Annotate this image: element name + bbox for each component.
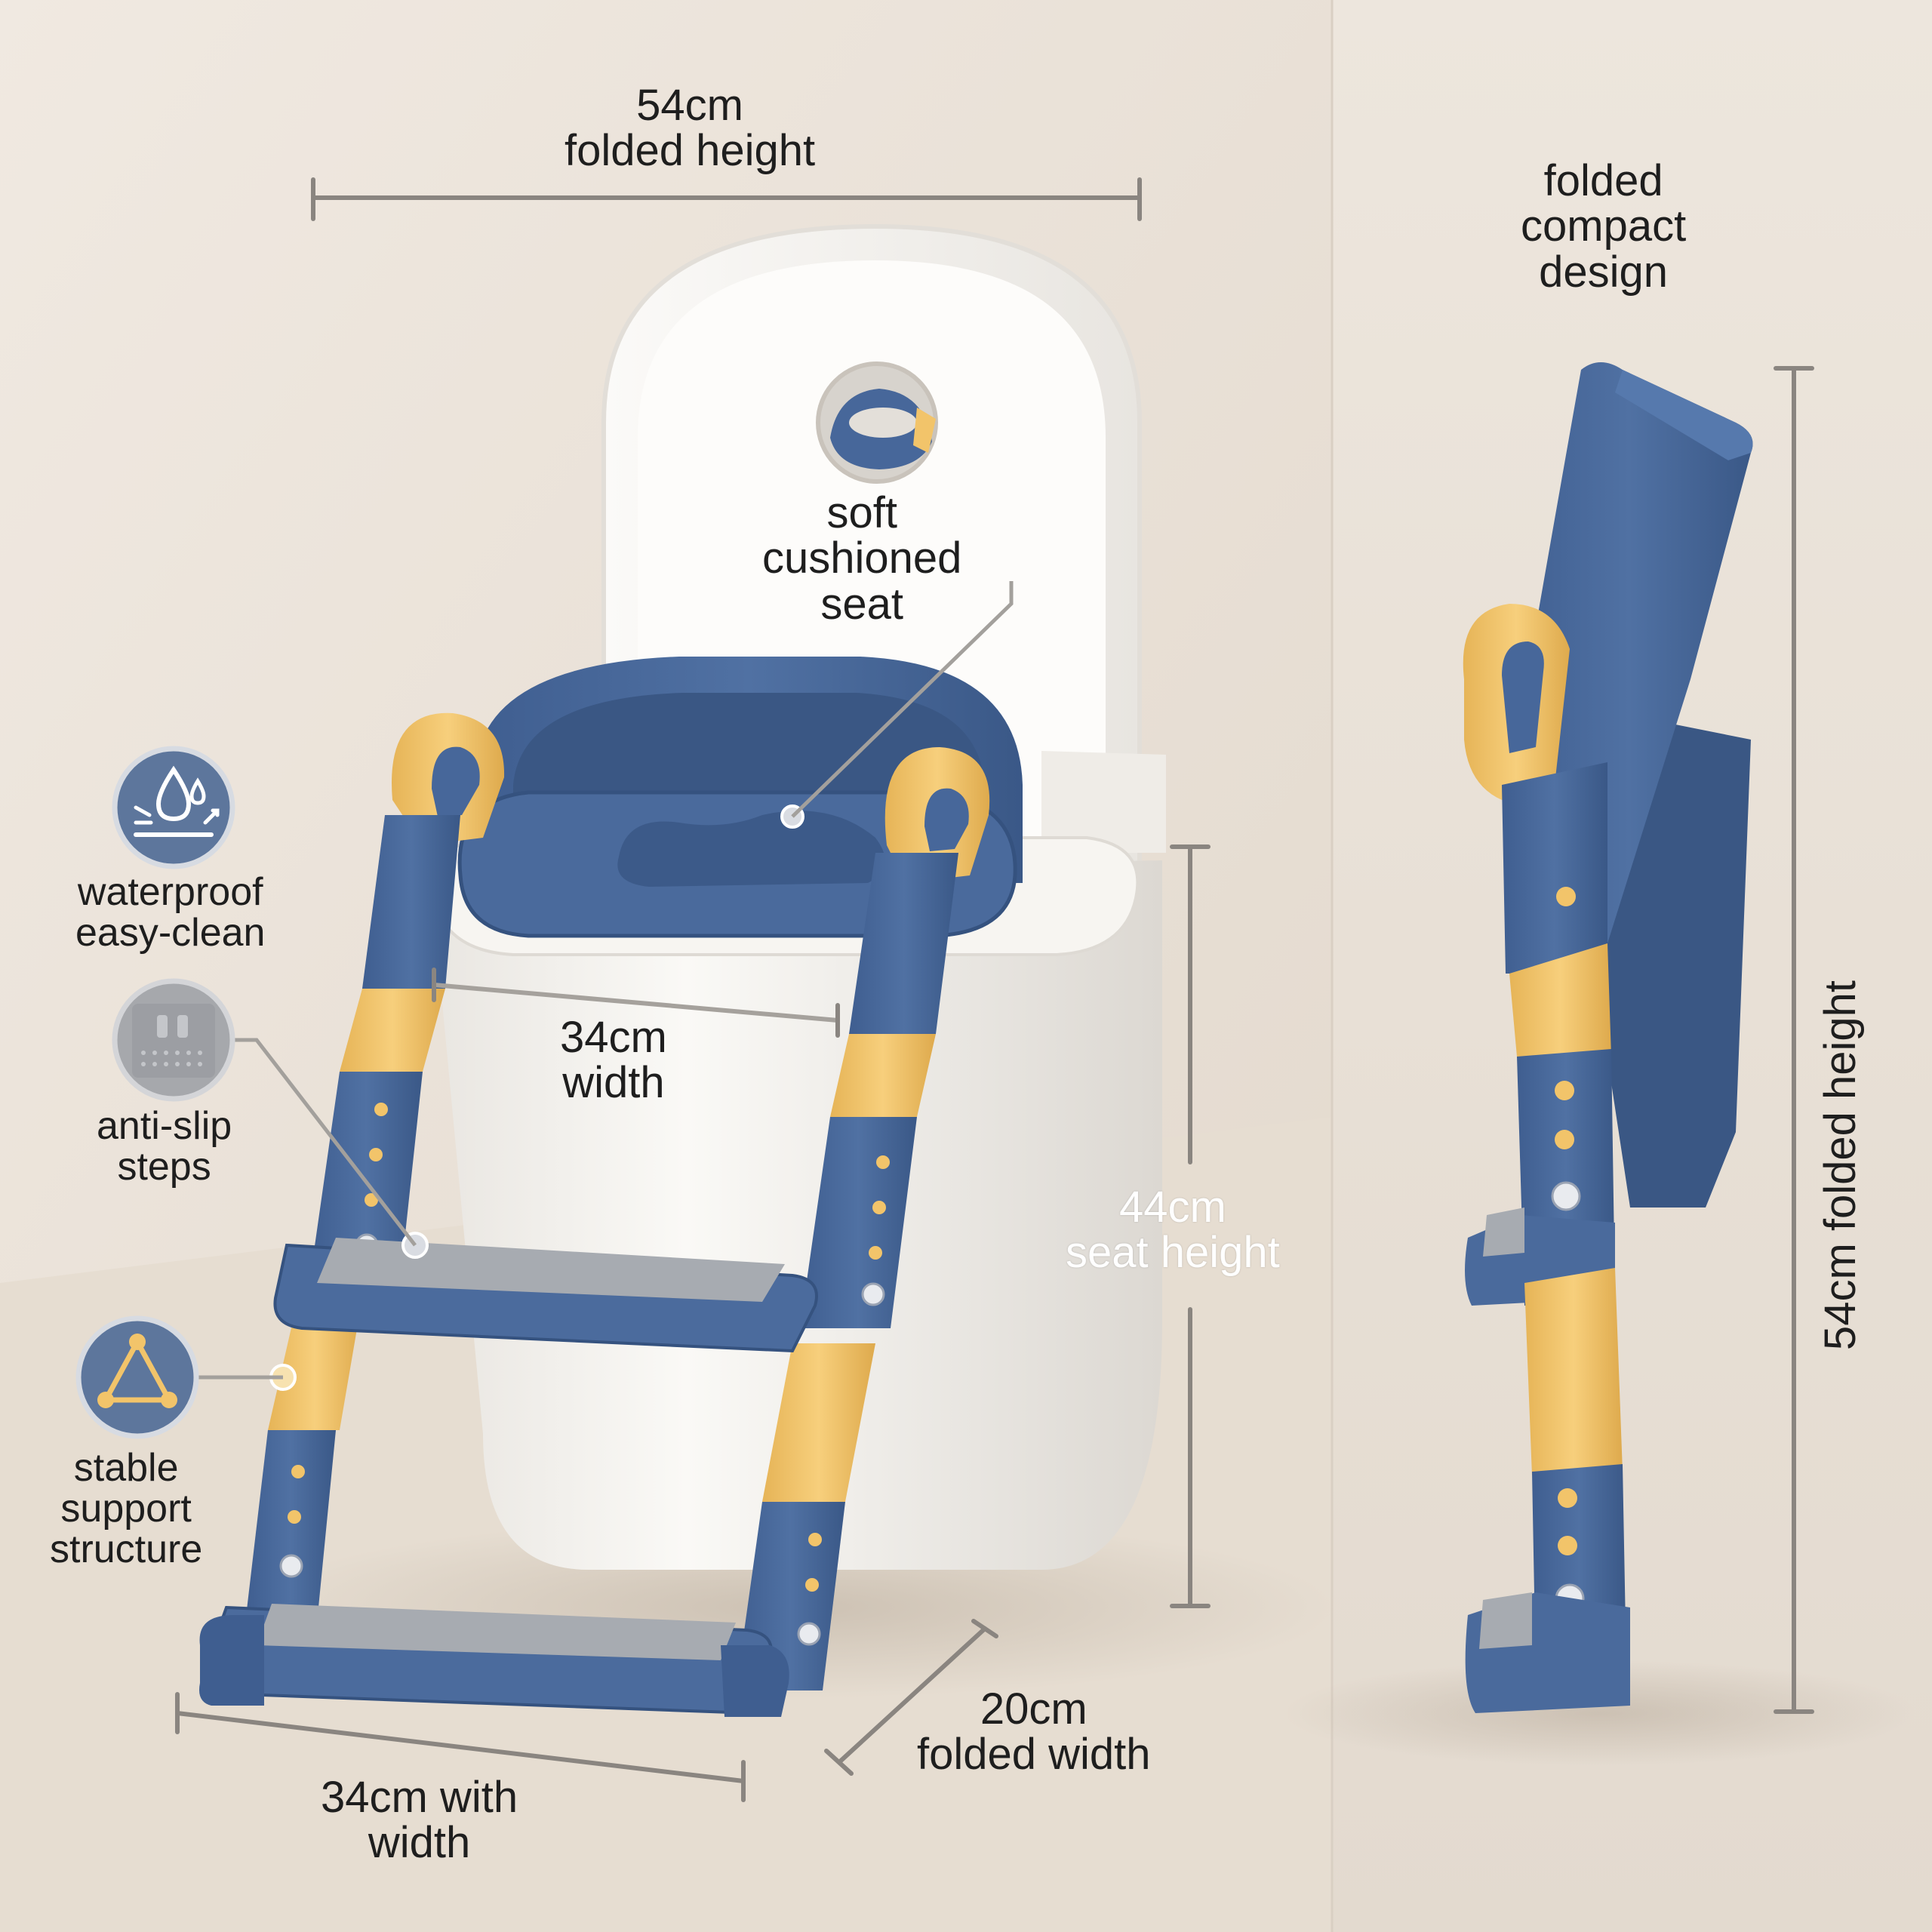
folded-rail-yellow-2 — [1524, 1268, 1623, 1475]
seat-width-label: 34cm width — [560, 1013, 667, 1108]
anti-slip-label: anti-slip steps — [97, 1106, 232, 1187]
stable-line-3: structure — [50, 1527, 203, 1572]
seat-opening — [617, 811, 885, 887]
water-drops-icon — [155, 765, 192, 822]
toilet-tank-ledge — [1041, 751, 1166, 853]
folded-shadow — [1283, 1660, 1917, 1766]
folded-rail-yellow-1 — [1509, 943, 1611, 1057]
top-dimension-value: 54cm — [636, 81, 743, 130]
textured-tread-icon — [132, 1004, 215, 1078]
left-rail-top — [362, 815, 460, 989]
seat-height-label: 44cm seat height — [1066, 1183, 1280, 1278]
compact-line-3: design — [1539, 247, 1669, 297]
side-height-label: 54cm folded height — [1816, 980, 1865, 1351]
compact-line-1: folded — [1543, 156, 1663, 205]
right-foot — [721, 1645, 789, 1717]
stable-line-2: support — [60, 1487, 192, 1531]
seat-width-value: 34cm — [560, 1013, 667, 1062]
base-width-line — [175, 1711, 746, 1783]
waterproof-line-2: easy-clean — [75, 911, 266, 955]
compact-design-label: folded compact design — [1521, 158, 1686, 295]
toilet-bowl — [430, 860, 1162, 1570]
soft-seat-label: soft cushioned seat — [762, 488, 962, 629]
soft-seat-line-3: seat — [820, 579, 904, 629]
folded-rail-upper — [1502, 762, 1607, 974]
lower-step-tread — [257, 1604, 736, 1660]
waterproof-label: waterproof easy-clean — [75, 872, 265, 953]
right-rail-blue-1 — [800, 1117, 917, 1328]
seat-width-line — [432, 983, 840, 1023]
anti-slip-line-1: anti-slip — [97, 1104, 232, 1148]
base-width-label: 34cm with width — [321, 1773, 518, 1868]
seat-closeup-inset — [816, 361, 938, 484]
base-width-line-2: width — [368, 1818, 471, 1868]
anti-slip-icon — [112, 978, 235, 1102]
folded-width-caption: folded width — [917, 1730, 1151, 1780]
stable-label: stable support structure — [50, 1447, 202, 1570]
ladder — [199, 712, 990, 1717]
dimension-lines — [175, 177, 1814, 1802]
seat-width-caption: width — [562, 1058, 665, 1108]
left-rail-blue-1 — [309, 1072, 423, 1283]
folded-width-line — [837, 1626, 987, 1764]
folded-handle-hole — [1502, 641, 1544, 753]
upper-step-tread — [317, 1238, 785, 1302]
right-handle-hole — [924, 788, 969, 851]
left-foot — [199, 1615, 264, 1706]
waterproof-icon — [112, 746, 235, 869]
base-width-line-1: 34cm with — [321, 1773, 518, 1822]
top-dimension-caption: folded height — [565, 126, 816, 176]
folded-width-label: 20cm folded width — [917, 1684, 1151, 1780]
stable-line-1: stable — [73, 1446, 179, 1490]
right-rail-top — [849, 853, 958, 1034]
seat-height-caption: seat height — [1066, 1228, 1280, 1278]
folded-seat-rim — [1615, 370, 1753, 460]
anti-slip-callout-line — [234, 1038, 417, 1247]
left-handle-hole — [432, 746, 480, 817]
anti-slip-line-2: steps — [117, 1145, 211, 1189]
seat-callout-line — [791, 581, 1014, 818]
left-rail-yellow-1 — [340, 989, 445, 1072]
seat-height-value: 44cm — [1118, 1183, 1226, 1232]
soft-seat-line-2: cushioned — [762, 534, 962, 583]
rail-holes — [288, 1103, 890, 1592]
right-rail-yellow-1 — [830, 1034, 936, 1117]
triangle-structure-icon — [97, 1334, 177, 1408]
soft-seat-line-1: soft — [826, 488, 897, 537]
compact-line-2: compact — [1521, 202, 1687, 251]
potty-seat — [457, 657, 1023, 938]
folded-width-value: 20cm — [980, 1684, 1088, 1734]
callout-lines — [198, 581, 1014, 1380]
top-dimension-label: 54cm folded height — [565, 81, 816, 176]
left-rail-blue-2 — [245, 1430, 336, 1623]
stable-icon — [75, 1315, 199, 1439]
right-rail-yellow-2 — [762, 1343, 875, 1502]
folded-product — [1463, 362, 1753, 1713]
waterproof-line-1: waterproof — [77, 870, 263, 914]
